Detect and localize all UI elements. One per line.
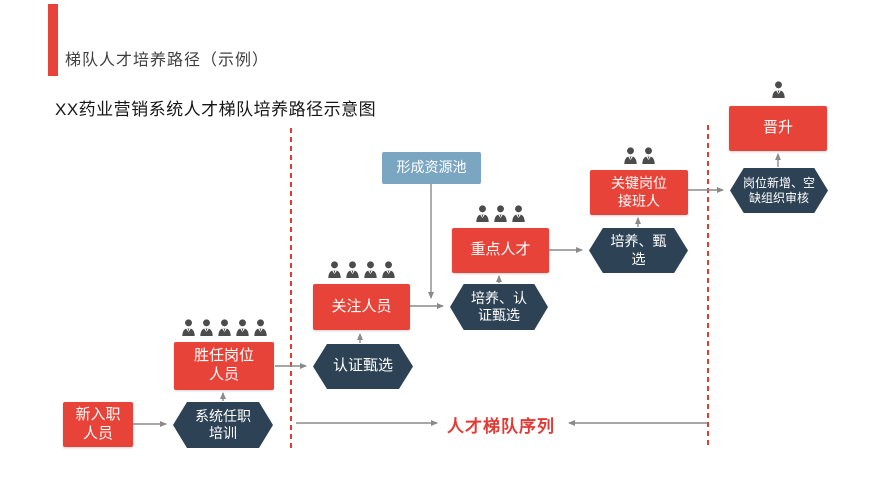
node-train-selection: 培养、甄 选 bbox=[589, 228, 688, 273]
diagram-subtitle: XX药业营销系统人才梯队培养路径示意图 bbox=[55, 100, 377, 119]
person-icon bbox=[623, 147, 637, 164]
person-icon bbox=[512, 205, 525, 222]
person-icon bbox=[199, 319, 213, 336]
person-icon bbox=[217, 319, 231, 336]
person-icon bbox=[494, 205, 507, 222]
node-resource-pool: 形成资源池 bbox=[382, 152, 481, 184]
person-icon bbox=[476, 205, 489, 222]
person-icon bbox=[346, 261, 359, 278]
title-accent-bar bbox=[48, 4, 58, 76]
node-train-cert-selection: 培养、认 证甄选 bbox=[450, 284, 548, 330]
node-label: 岗位新增、空 缺组织审核 bbox=[742, 175, 815, 205]
node-competent-staff: 胜任岗位 人员 bbox=[174, 342, 274, 390]
people-icons-group bbox=[729, 79, 827, 98]
node-label: 培养、甄 选 bbox=[610, 233, 667, 267]
people-icons-group bbox=[452, 203, 549, 222]
page-title: 梯队人才培养路径（示例） bbox=[65, 52, 270, 69]
node-label: 胜任岗位 人员 bbox=[193, 347, 254, 383]
node-watch-list: 关注人员 bbox=[313, 284, 410, 330]
person-icon bbox=[253, 319, 267, 336]
person-icon bbox=[382, 261, 395, 278]
person-icon bbox=[364, 261, 377, 278]
node-key-talent: 重点人才 bbox=[452, 228, 549, 273]
people-icons-group bbox=[313, 259, 410, 278]
person-icon bbox=[181, 319, 195, 336]
node-successor: 关键岗位 接班人 bbox=[590, 170, 688, 215]
node-position-audit: 岗位新增、空 缺组织审核 bbox=[730, 168, 828, 213]
node-label: 形成资源池 bbox=[396, 159, 467, 176]
node-label: 系统任职 培训 bbox=[195, 407, 251, 442]
person-icon bbox=[235, 319, 249, 336]
node-label: 重点人才 bbox=[470, 241, 531, 259]
node-label: 关注人员 bbox=[331, 297, 392, 315]
node-label: 新入职 人员 bbox=[75, 405, 121, 442]
sequence-label: 人才梯队序列 bbox=[447, 417, 555, 436]
node-new-hire: 新入职 人员 bbox=[63, 402, 133, 447]
person-icon bbox=[328, 261, 341, 278]
node-promotion: 晋升 bbox=[729, 106, 827, 151]
node-cert-selection: 认证甄选 bbox=[313, 344, 413, 389]
node-system-training: 系统任职 培训 bbox=[173, 402, 273, 448]
person-icon bbox=[771, 81, 785, 98]
node-label: 关键岗位 接班人 bbox=[611, 175, 667, 209]
node-label: 晋升 bbox=[762, 119, 793, 137]
person-icon bbox=[641, 147, 655, 164]
node-label: 认证甄选 bbox=[332, 357, 393, 375]
node-label: 培养、认 证甄选 bbox=[471, 289, 527, 324]
people-icons-group bbox=[174, 317, 274, 336]
people-icons-group bbox=[590, 145, 688, 164]
